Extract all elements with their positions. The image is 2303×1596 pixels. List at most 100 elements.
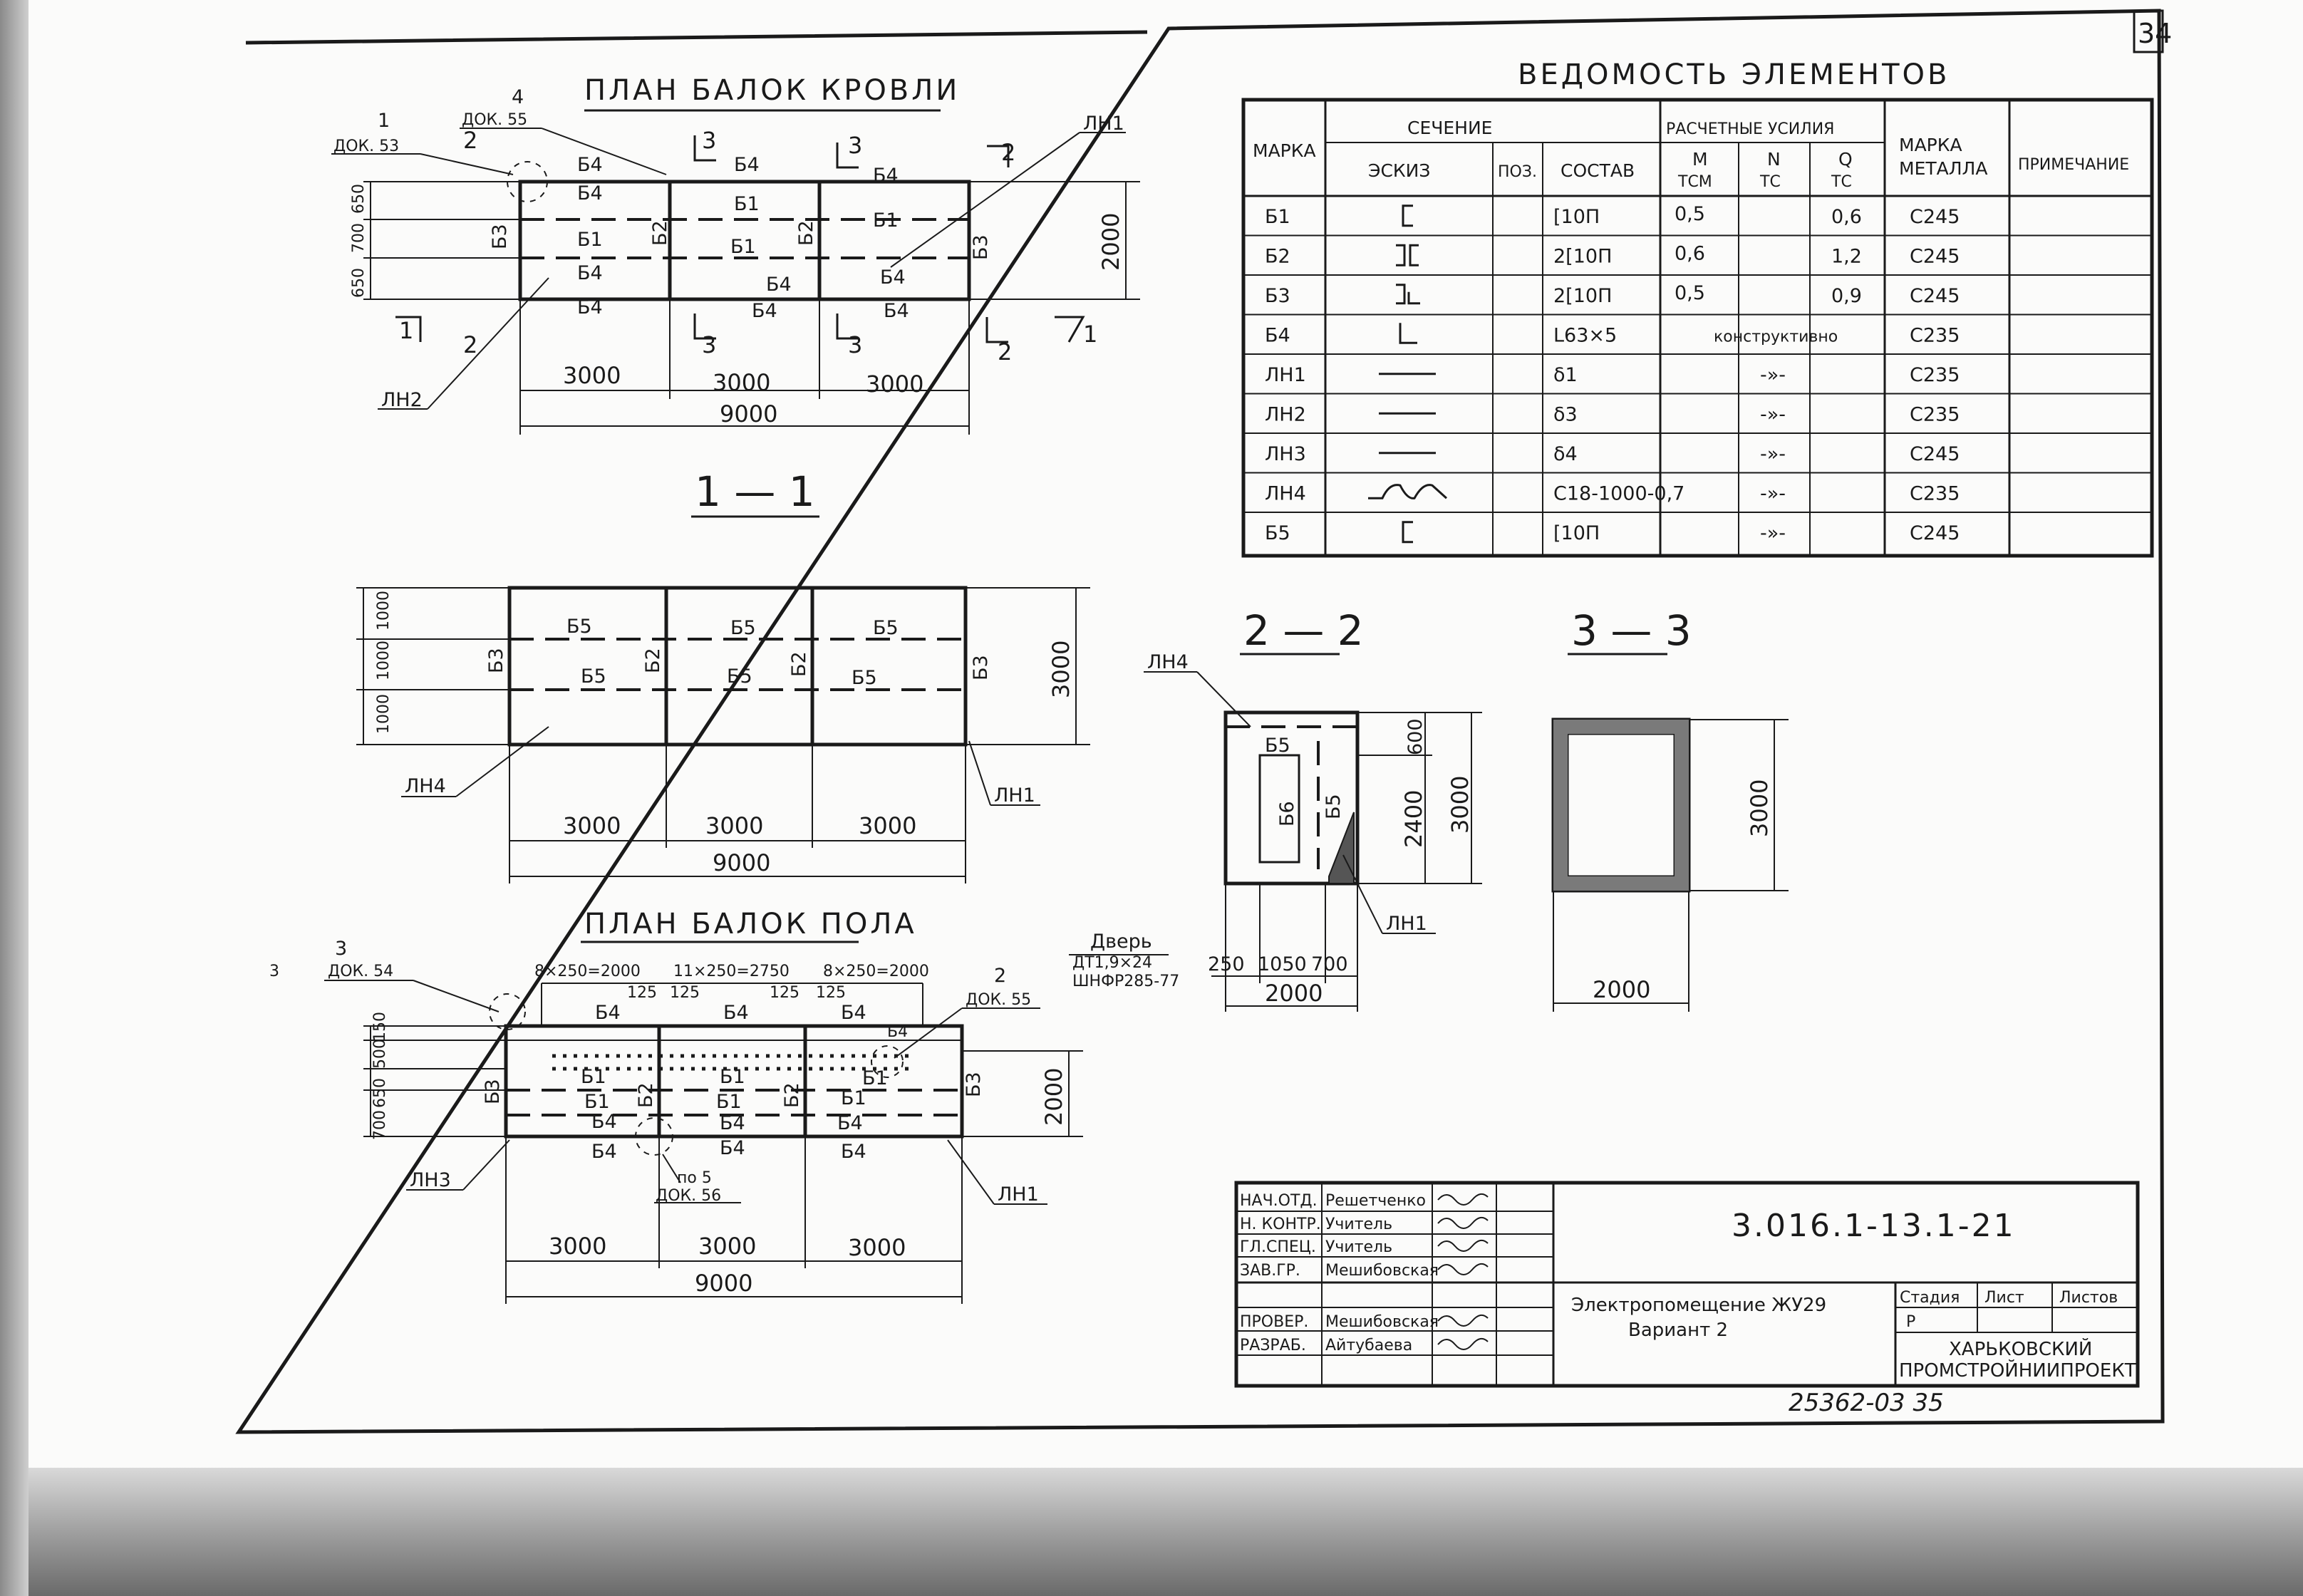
s22-w-2: 1050 (1258, 953, 1307, 975)
table-cell-steel: С235 (1910, 404, 1960, 426)
section-3-3-inner (1566, 732, 1676, 878)
table-cell-n: конструктивно (1714, 328, 1838, 346)
table-cell-composition: С18-1000-0,7 (1553, 483, 1684, 505)
roof-beam-label-b1d: Б1 (873, 209, 899, 232)
floor-left-dim-2: 650 (371, 1078, 389, 1108)
roof-left-dim-3: 650 (350, 184, 368, 214)
th-steel-2: МЕТАЛЛА (1899, 158, 1987, 179)
floor-offset-1: 125 (627, 984, 657, 1002)
roof-beam-label-b4e: Б4 (577, 296, 603, 318)
roof-cut-3-right: 3 (848, 132, 862, 159)
scan-left-edge (0, 0, 29, 1596)
table-cell-n: -»- (1760, 483, 1786, 505)
roof-left-dim-1: 650 (350, 268, 368, 298)
tb-role: НАЧ.ОТД. (1240, 1192, 1318, 1210)
tb-name: Учитель (1325, 1238, 1392, 1256)
table-cell-m: 0,6 (1675, 243, 1705, 265)
s11-left-dim-2: 1000 (375, 641, 393, 680)
table-cell-n: -»- (1760, 404, 1786, 426)
floor-node-5-circle (635, 1117, 673, 1156)
floor-callout-2-leader (894, 1007, 963, 1059)
scan-bottom-shadow (29, 1468, 2303, 1596)
tb-name: Мешибовская (1325, 1313, 1439, 1331)
elements-table-frame (1241, 98, 2154, 558)
floor-b4-2: Б4 (720, 1112, 745, 1134)
s11-height: 3000 (1047, 641, 1075, 698)
page-number: 34 (2138, 18, 2172, 49)
roof-bay-dim-3: 3000 (866, 370, 923, 398)
s22-w-1: 250 (1208, 953, 1245, 975)
s22-ln1: ЛН1 (1386, 913, 1427, 935)
elements-table: ВЕДОМОСТЬ ЭЛЕМЕНТОВ МАРКА СЕЧЕНИЕ ЭСКИЗ … (1241, 58, 2154, 558)
corrugated-sketch-icon (1368, 484, 1448, 499)
s22-door-note-2: ДТ1,9×24 (1072, 954, 1152, 972)
roof-callout-4: 4 (512, 86, 524, 108)
floor-bay-2: 3000 (698, 1233, 756, 1260)
roof-beam-label-b4a: Б4 (577, 182, 603, 204)
roof-ln2-leader (427, 277, 549, 410)
table-cell-mark: Б3 (1265, 285, 1290, 307)
floor-b4-1: Б4 (591, 1111, 617, 1133)
floor-callout-5: по 5 (677, 1169, 712, 1187)
roof-cut-2-bottom-r: 2 (998, 338, 1012, 366)
drawing-description-2: Вариант 2 (1628, 1320, 1728, 1341)
roof-beam-label-b1c: Б1 (730, 236, 756, 258)
signature-scribble (1437, 1314, 1489, 1327)
s22-h-1: 600 (1404, 718, 1427, 755)
table-cell-mark: Б2 (1265, 246, 1290, 268)
floor-node-2-circle (871, 1045, 904, 1078)
s22-ln1-leader (1342, 854, 1383, 934)
floor-offset-4: 125 (816, 984, 846, 1002)
table-cell-q: 0,9 (1831, 285, 1862, 307)
th-q-unit: ТС (1831, 173, 1852, 191)
roof-cut-1-right: 1 (1083, 321, 1097, 348)
floor-spacing-2: 11×250=2750 (673, 963, 790, 980)
double-channel-sketch-icon (1396, 244, 1419, 266)
tb-sheets-header: Листов (2059, 1289, 2118, 1307)
table-cell-composition: 2[10П (1553, 246, 1612, 268)
th-m: М (1692, 149, 1708, 170)
s11-b2-2: Б2 (788, 651, 810, 677)
section-3-3: 3 — 3 3000 2000 (1551, 606, 1789, 1012)
s22-w-3: 700 (1311, 953, 1348, 975)
th-mark: МАРКА (1253, 140, 1316, 161)
table-cell-steel: С235 (1910, 483, 1960, 505)
roof-beam-label-b1b: Б1 (577, 229, 603, 251)
floor-node-3-circle (489, 993, 526, 1030)
tb-name: Учитель (1325, 1216, 1392, 1233)
floor-b4-top-3: Б4 (841, 1002, 866, 1024)
floor-b4-top-4: Б4 (887, 1023, 908, 1041)
signature-scribble (1437, 1263, 1489, 1275)
table-cell-mark: ЛН2 (1265, 404, 1306, 426)
table-cell-composition: δ3 (1553, 404, 1578, 426)
s22-h-2: 2400 (1400, 790, 1427, 848)
channel-pair-sketch-icon (1396, 284, 1420, 305)
floor-plan-title: ПЛАН БАЛОК ПОЛА (584, 908, 917, 940)
s11-b5-1: Б5 (566, 616, 592, 638)
section-2-2: 2 — 2 Б5 Б6 Б5 ЛН4 ЛН1 Дверь ДТ1,9×24 ШН… (1069, 606, 1482, 1012)
floor-ln3: ЛН3 (410, 1169, 451, 1191)
roof-beam-label-top-3: Б4 (873, 165, 899, 187)
s11-b3-left: Б3 (485, 648, 507, 673)
roof-beam-label-b3a: Б3 (489, 224, 511, 249)
s22-b6: Б6 (1276, 801, 1298, 826)
roof-callout-1: 1 (378, 110, 390, 132)
s11-ln4-leader (455, 726, 549, 797)
s11-b5-6: Б5 (852, 667, 877, 689)
roof-beam-label-b3b: Б3 (970, 234, 992, 260)
th-section: СЕЧЕНИЕ (1407, 118, 1492, 138)
table-cell-mark: Б4 (1265, 325, 1290, 347)
th-n: N (1767, 149, 1781, 170)
floor-b4-top-2: Б4 (723, 1002, 749, 1024)
floor-spacing-1: 8×250=2000 (534, 963, 641, 980)
th-composition: СОСТАВ (1561, 160, 1635, 181)
s22-door-note-1: Дверь (1090, 931, 1152, 953)
roof-beam-label-b4g: Б4 (884, 300, 909, 322)
s22-door-note-3: ШНФР285-77 (1072, 973, 1179, 990)
floor-callout-2-doc: ДОК. 55 (966, 991, 1031, 1009)
s22-ln4-leader (1196, 671, 1251, 727)
floor-b1-6: Б1 (841, 1087, 866, 1109)
floor-b4-3: Б4 (837, 1112, 863, 1134)
floor-b1-5: Б1 (862, 1067, 888, 1089)
